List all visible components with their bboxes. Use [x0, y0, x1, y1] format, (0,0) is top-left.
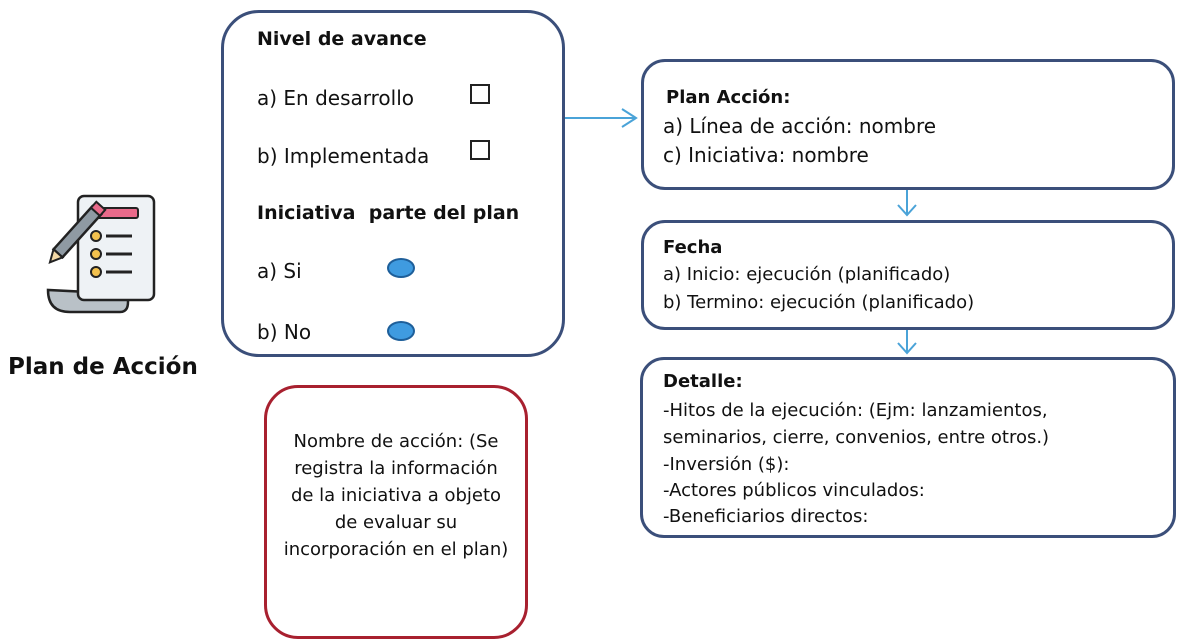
en-desarrollo-checkbox[interactable]: [470, 84, 490, 104]
nombre-accion-text: Nombre de acción: (Se registra la inform…: [283, 431, 509, 560]
plan-heading: Plan Acción:: [666, 87, 791, 108]
fecha-line-2: b) Termino: ejecución (planificado): [663, 292, 975, 313]
page-title: Plan de Acción: [8, 354, 198, 380]
detalle-line-1: -Hitos de la ejecución: (Ejm: lanzamient…: [663, 400, 1048, 421]
option-en-desarrollo-label: a) En desarrollo: [257, 86, 415, 110]
detalle-box: [640, 357, 1176, 538]
plan-accion-box: [641, 59, 1175, 190]
detalle-line-5: -Beneficiarios directos:: [663, 506, 869, 527]
fecha-line-1: a) Inicio: ejecución (planificado): [663, 264, 951, 285]
detalle-heading: Detalle:: [663, 371, 743, 392]
detalle-line-2: seminarios, cierre, convenios, entre otr…: [663, 427, 1050, 448]
nivel-avance-box: [221, 10, 565, 357]
option-implementada-label: b) Implementada: [257, 144, 430, 168]
fecha-box: [641, 220, 1175, 330]
plan-line-2: c) Iniciativa: nombre: [663, 143, 869, 167]
iniciativa-heading: Iniciativa parte del plan: [257, 202, 520, 224]
detalle-line-4: -Actores públicos vinculados:: [663, 480, 925, 501]
plan-line-1: a) Línea de acción: nombre: [663, 114, 937, 138]
radio-si-label: a) Si: [257, 259, 302, 283]
radio-no-label: b) No: [257, 320, 312, 344]
nombre-accion-box: [264, 385, 528, 639]
no-radio[interactable]: [387, 321, 415, 341]
checklist-document-icon: [40, 190, 160, 315]
detalle-line-3: -Inversión ($):: [663, 454, 790, 475]
fecha-heading: Fecha: [663, 237, 723, 258]
implementada-checkbox[interactable]: [470, 140, 490, 160]
nivel-heading: Nivel de avance: [257, 28, 427, 50]
si-radio[interactable]: [387, 258, 415, 278]
